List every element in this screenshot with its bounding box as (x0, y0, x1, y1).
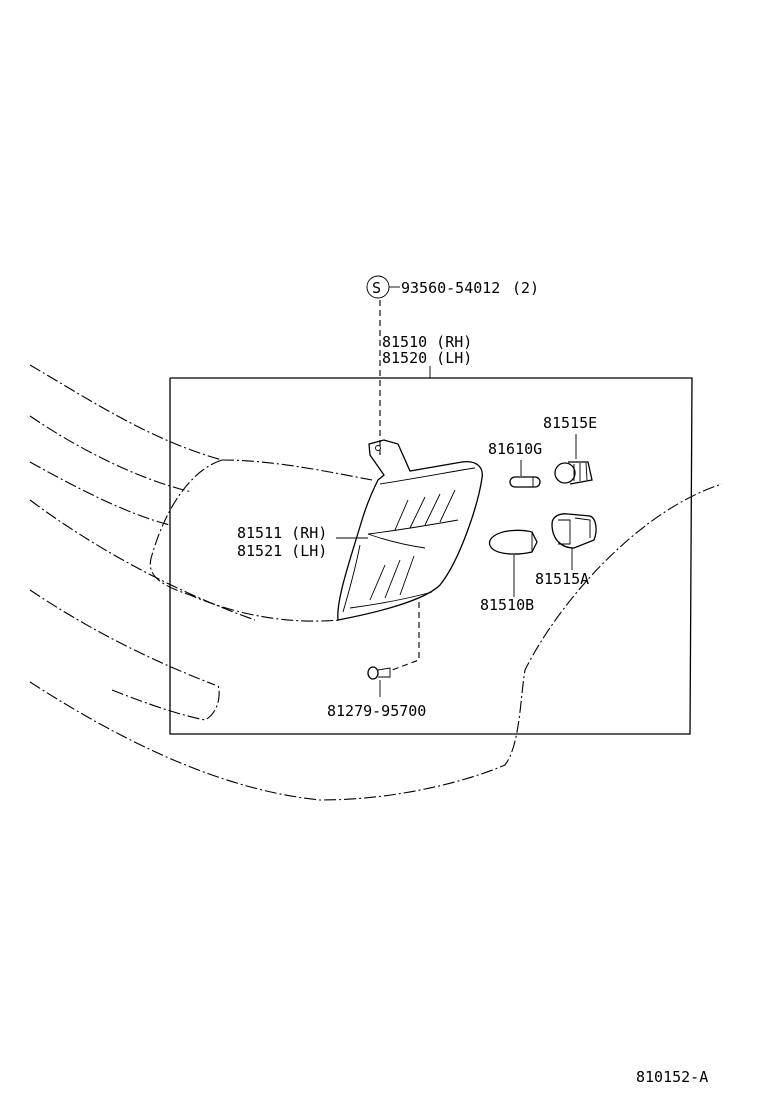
small-bulb: 81610G (488, 440, 542, 488)
large-socket: 81515A (535, 513, 597, 588)
large-bulb-label: 81510B (480, 596, 534, 614)
figure-id: 810152-A (636, 1068, 708, 1086)
small-socket: 81515E (543, 414, 597, 485)
vehicle-body-outline (29, 364, 723, 801)
bolt-quantity: (2) (512, 279, 539, 297)
lamp-assy-lh-label: 81520 (LH) (382, 349, 472, 367)
side-turn-lamp (337, 439, 483, 621)
small-socket-label: 81515E (543, 414, 597, 432)
lamp-assy-rh-label: 81510 (RH) (382, 333, 472, 351)
lens-lh-label: 81521 (LH) (237, 542, 327, 560)
lens-rh-label: 81511 (RH) (237, 524, 327, 542)
bolt-callout: S 93560-54012 (2) (366, 275, 539, 455)
bolt-part-number: 93560-54012 (401, 279, 500, 297)
small-bulb-label: 81610G (488, 440, 542, 458)
screw-part-number: 81279-95700 (327, 702, 426, 720)
large-bulb: 81510B (480, 529, 538, 614)
bolt-symbol: S (372, 279, 381, 297)
assembly-box (169, 377, 693, 735)
screw: 81279-95700 (327, 602, 426, 720)
large-socket-label: 81515A (535, 570, 589, 588)
